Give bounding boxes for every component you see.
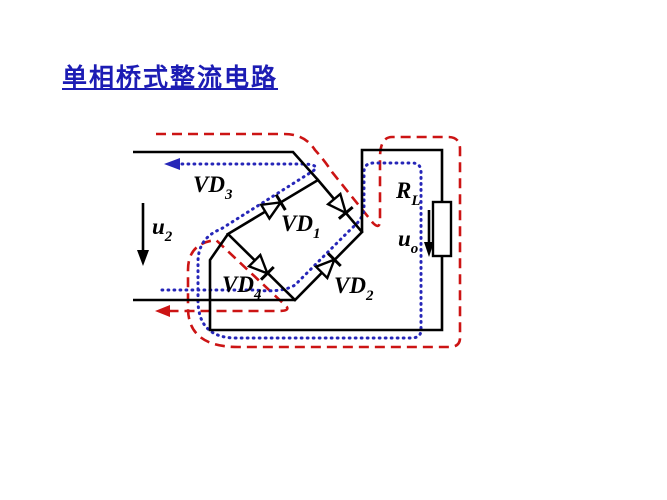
diode-vd4 bbox=[246, 252, 275, 281]
page-title: 单相桥式整流电路 bbox=[62, 65, 279, 92]
diode-vd4-label: VD4 bbox=[222, 272, 262, 303]
diode-vd1 bbox=[325, 191, 354, 220]
current-path-positive-half bbox=[155, 132, 462, 349]
diode-triangle-icon bbox=[246, 252, 270, 276]
diode-vd2-label: VD2 bbox=[334, 273, 374, 304]
load-resistor bbox=[431, 200, 453, 258]
diode-bar-icon bbox=[326, 252, 342, 268]
circuit-wiring bbox=[133, 148, 453, 332]
diode-vd1-label: VD1 bbox=[281, 211, 320, 242]
positive-current-path bbox=[156, 132, 462, 349]
diode-bar-icon bbox=[274, 193, 287, 211]
diode-vd3 bbox=[259, 193, 287, 221]
output-voltage-label: uo bbox=[398, 226, 418, 257]
diode-bar-icon bbox=[259, 265, 275, 281]
current-path-negative-half bbox=[160, 158, 423, 340]
negative-current-path bbox=[160, 161, 423, 340]
output-voltage-arrow bbox=[424, 210, 434, 257]
diode-triangle-icon bbox=[313, 257, 337, 281]
diode-triangle-icon bbox=[259, 200, 284, 221]
diode-triangle-icon bbox=[325, 191, 348, 216]
positive-current-arrow-icon bbox=[155, 305, 170, 317]
load-loop-wire bbox=[208, 148, 444, 332]
diode-vd2 bbox=[313, 252, 342, 281]
uo-arrow-head-icon bbox=[424, 242, 434, 257]
input-voltage-label: u2 bbox=[152, 214, 173, 245]
transformer-top-wire bbox=[133, 150, 319, 181]
negative-current-arrow-icon bbox=[164, 158, 180, 170]
diode-bar-icon bbox=[337, 205, 354, 220]
u2-arrow-head-icon bbox=[137, 250, 149, 266]
input-voltage-arrow bbox=[137, 203, 149, 266]
load-resistor-label: RL bbox=[395, 178, 421, 209]
diode-vd3-label: VD3 bbox=[193, 172, 233, 203]
